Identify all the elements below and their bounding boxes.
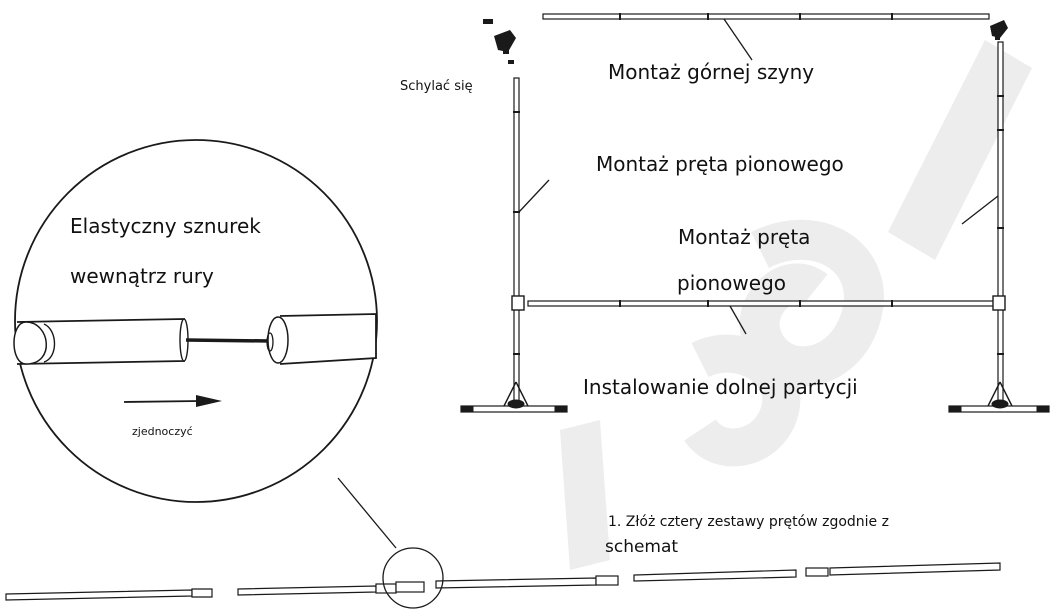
bend-label: Schylać się [400, 79, 473, 94]
middle-rail [511, 295, 1006, 335]
screen-frame [460, 13, 1050, 413]
elastic-cord-label-line2: wewnątrz rury [70, 264, 214, 288]
left-vertical-pole [513, 77, 550, 409]
tube-segment-right [266, 313, 377, 365]
elastic-cord-label-line1: Elastyczny sznurek [70, 214, 261, 238]
callout-line [337, 477, 397, 549]
step1-label-line2: schemat [605, 537, 679, 557]
tube-segment-left [13, 318, 189, 365]
top-rail-label: Montaż górnej szyny [608, 60, 815, 84]
corner-bracket-icon [483, 19, 516, 64]
watermark [560, 40, 1032, 570]
elastic-cord-detail [13, 139, 397, 549]
elastic-cord [185, 338, 271, 343]
vertical-rod-label-2-line1: Montaż pręta [678, 225, 811, 249]
assembled-rod [5, 547, 1001, 609]
corner-bracket-icon [990, 20, 1008, 40]
left-foot [460, 381, 568, 413]
zoom-circle [382, 547, 444, 609]
bottom-partition-label: Instalowanie dolnej partycji [583, 375, 858, 399]
step1-label-line1: 1. Złóż cztery zestawy prętów zgodnie z [608, 514, 889, 530]
vertical-rod-label: Montaż pręta pionowego [596, 152, 844, 176]
top-rail [542, 13, 990, 61]
right-foot [948, 381, 1050, 413]
arrow-right-icon [123, 395, 222, 407]
vertical-rod-label-2-line2: pionowego [677, 271, 786, 295]
unite-label: zjednoczyć [132, 425, 193, 438]
